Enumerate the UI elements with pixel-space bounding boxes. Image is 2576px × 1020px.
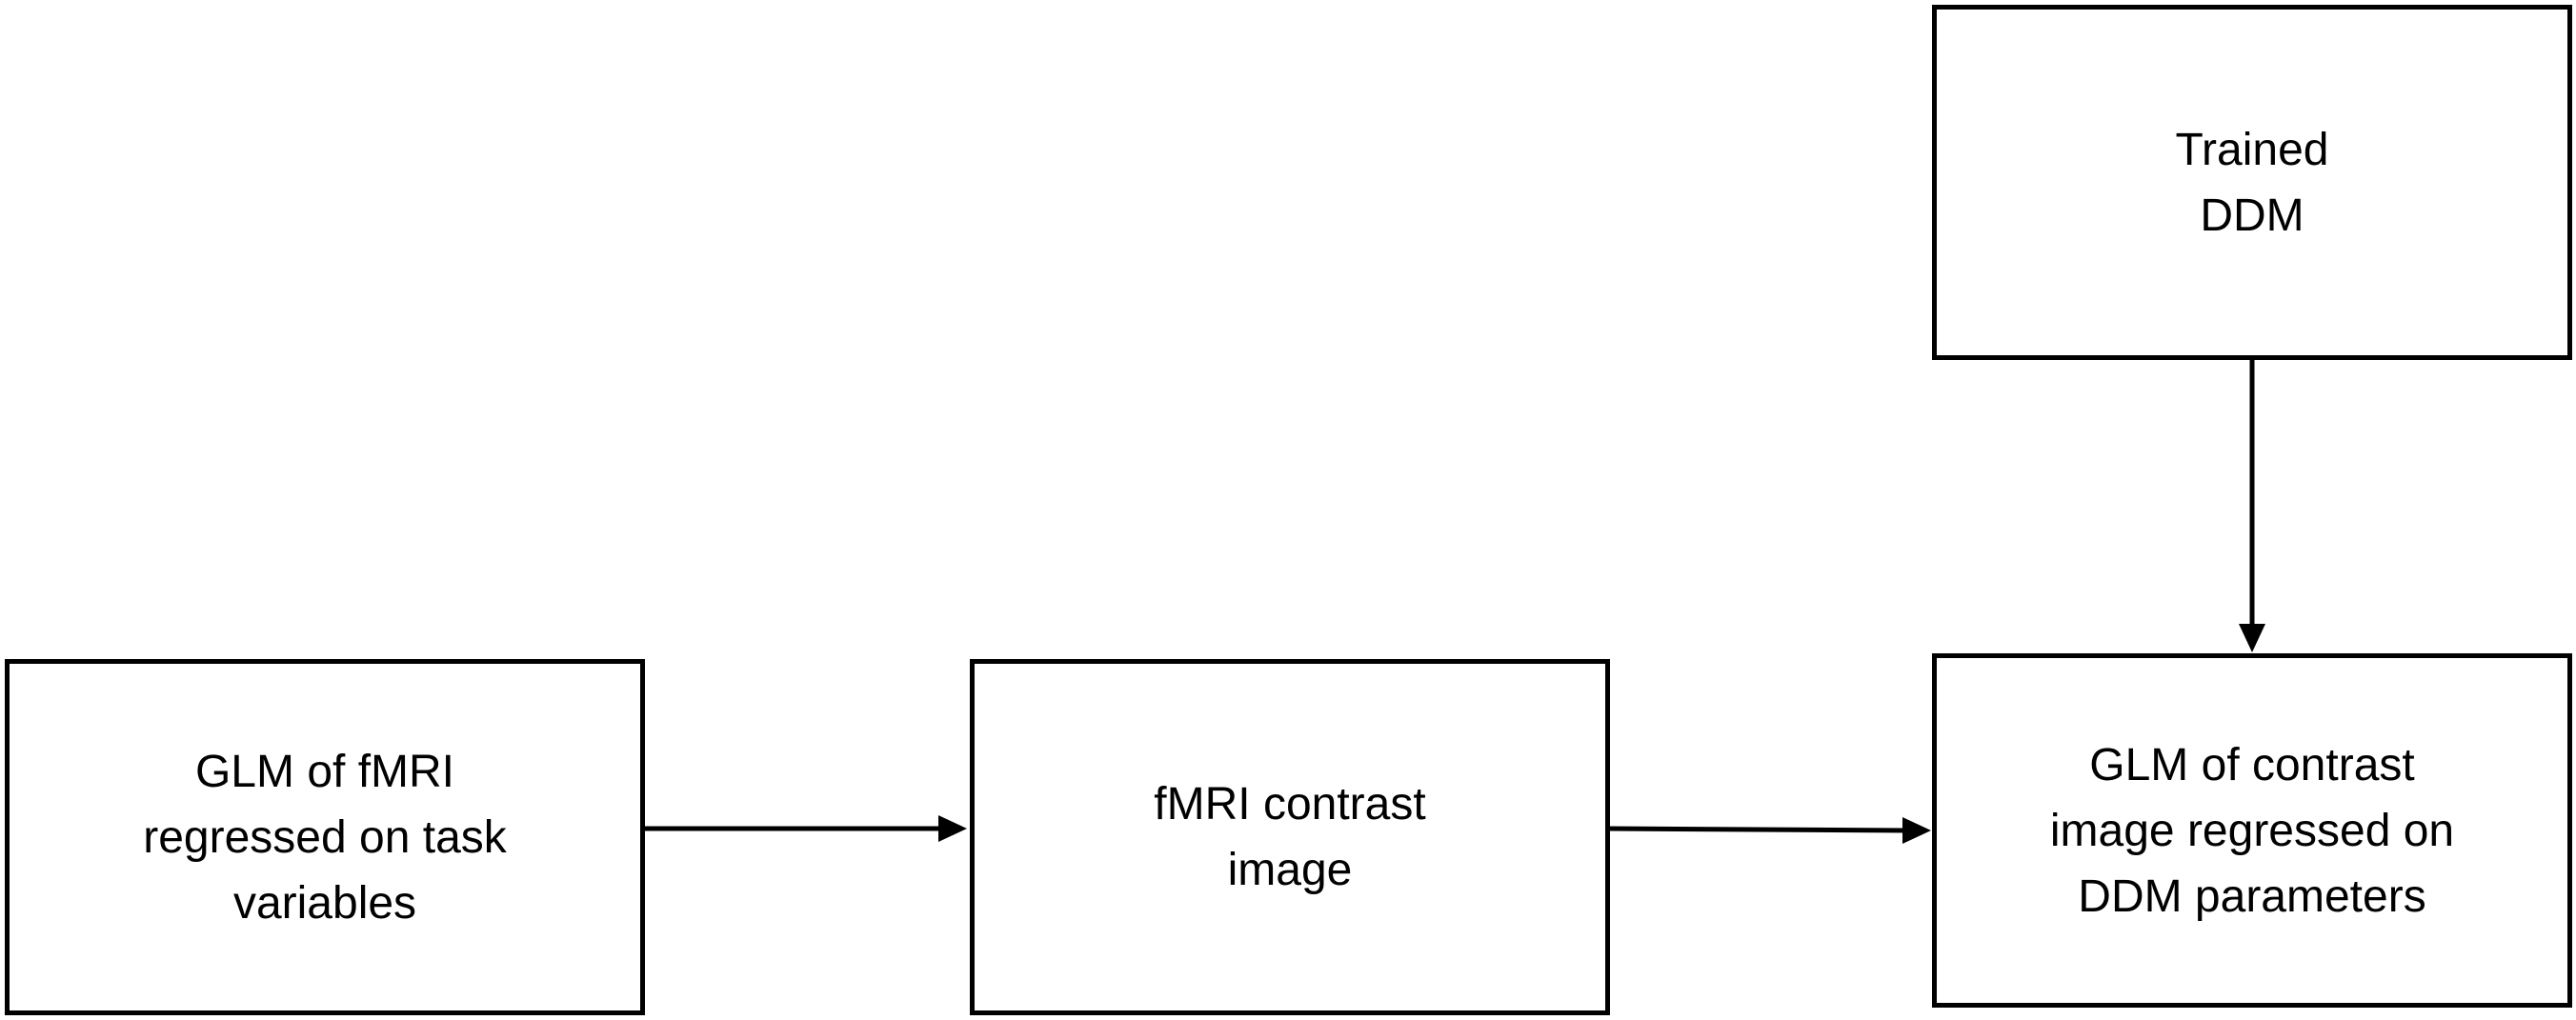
- edge-contrast-to-glm-ddm: [1607, 817, 1931, 844]
- node-label-line: regressed on task: [143, 811, 507, 863]
- arrowhead-icon: [938, 815, 967, 842]
- node-label-line: DDM: [2200, 190, 2304, 241]
- node-label-line: DDM parameters: [2078, 870, 2426, 922]
- node-label-line: GLM of contrast: [2089, 739, 2415, 790]
- node-trained-ddm: Trained DDM: [1932, 5, 2572, 360]
- arrowhead-icon: [1902, 817, 1931, 844]
- node-glm-contrast-ddm: GLM of contrast image regressed on DDM p…: [1932, 653, 2572, 1008]
- node-label-line: Trained: [2175, 124, 2329, 175]
- node-label-line: GLM of fMRI: [194, 746, 455, 797]
- node-fmri-contrast-image: fMRI contrast image: [970, 659, 1610, 1015]
- node-label-line: image: [1227, 845, 1353, 895]
- node-glm-fmri: GLM of fMRI regressed on task variables: [5, 659, 645, 1015]
- edge-glm-fmri-to-contrast: [643, 815, 967, 842]
- node-label-line: variables: [232, 877, 417, 929]
- node-label-line: fMRI contrast: [1154, 779, 1426, 830]
- arrowhead-icon: [2239, 624, 2265, 652]
- node-label-line: image regressed on: [2049, 805, 2455, 856]
- edge-trained-ddm-to-glm-ddm: [2239, 358, 2265, 652]
